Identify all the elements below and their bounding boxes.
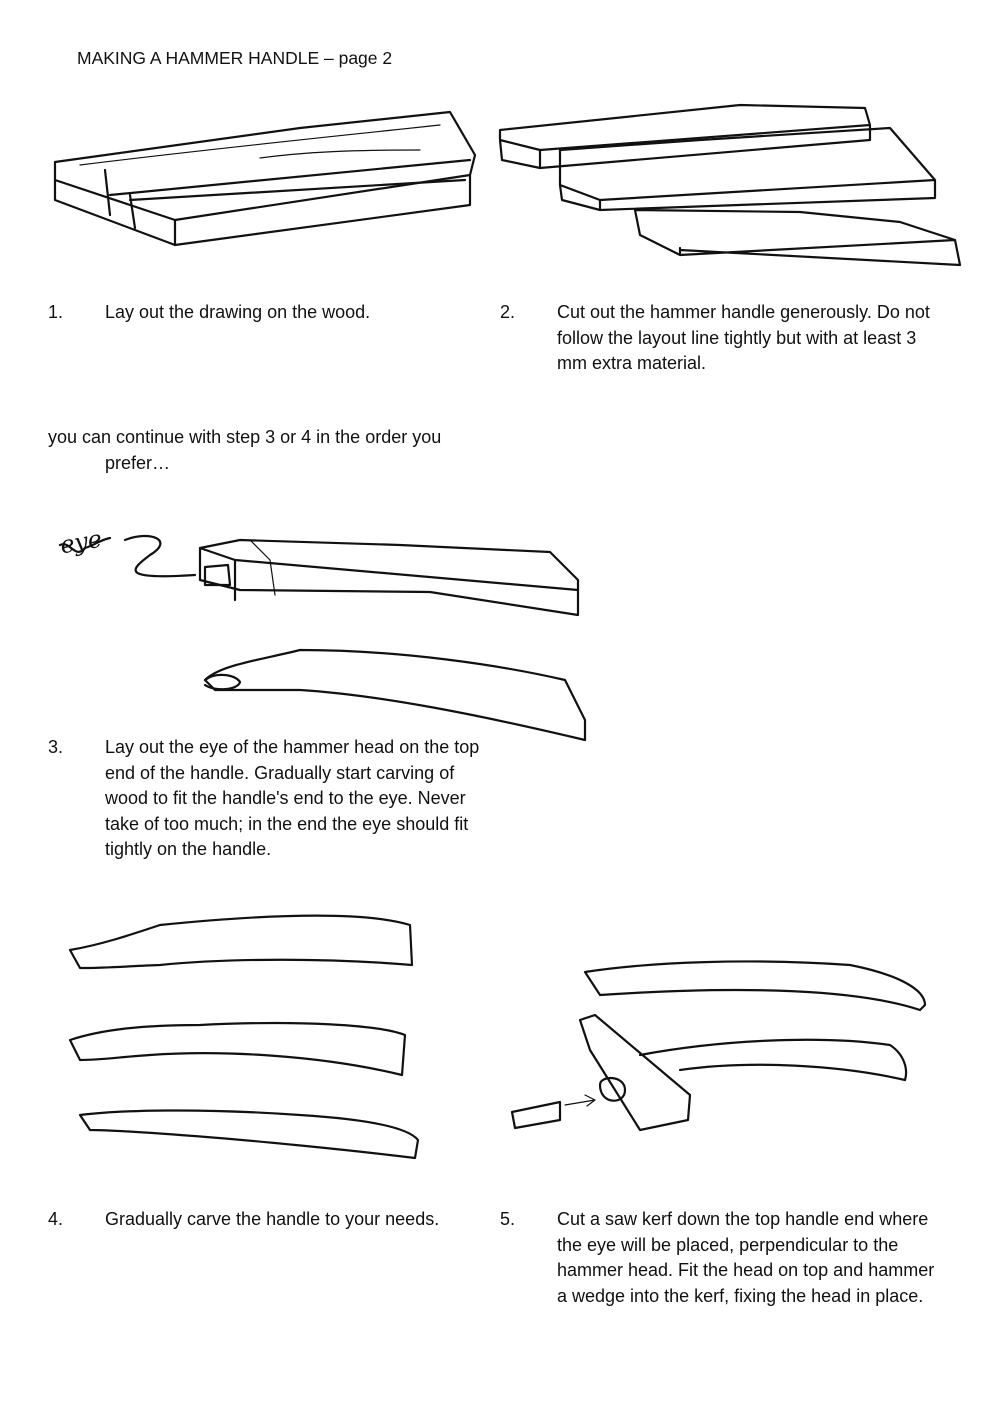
page-title: MAKING A HAMMER HANDLE – page 2 [77,48,393,68]
step-3-text: Lay out the eye of the hammer head on th… [105,737,480,859]
step-1-text: Lay out the drawing on the wood. [105,302,371,322]
sketch-carved-end [203,648,587,742]
step-2-text: Cut out the hammer handle generously. Do… [557,302,930,373]
step-2-number: 2. [500,302,516,322]
step-5-text: Cut a saw kerf down the top handle end w… [557,1209,935,1306]
step-5-number: 5. [500,1209,516,1229]
sketch-carving-stages [68,914,420,1160]
step-3-number: 3. [48,737,64,757]
sketch-cut-pieces [498,103,962,267]
sketch-hammer-assembly [510,960,927,1132]
sketch-eye-layout [58,534,580,617]
step-4-number: 4. [48,1209,64,1229]
step-1-number: 1. [48,302,64,322]
step-4-text: Gradually carve the handle to your needs… [105,1209,440,1229]
note-line-1: you can continue with step 3 or 4 in the… [48,427,442,447]
sketch-wood-plank-layout [53,110,477,247]
note-line-2: prefer… [105,453,171,473]
